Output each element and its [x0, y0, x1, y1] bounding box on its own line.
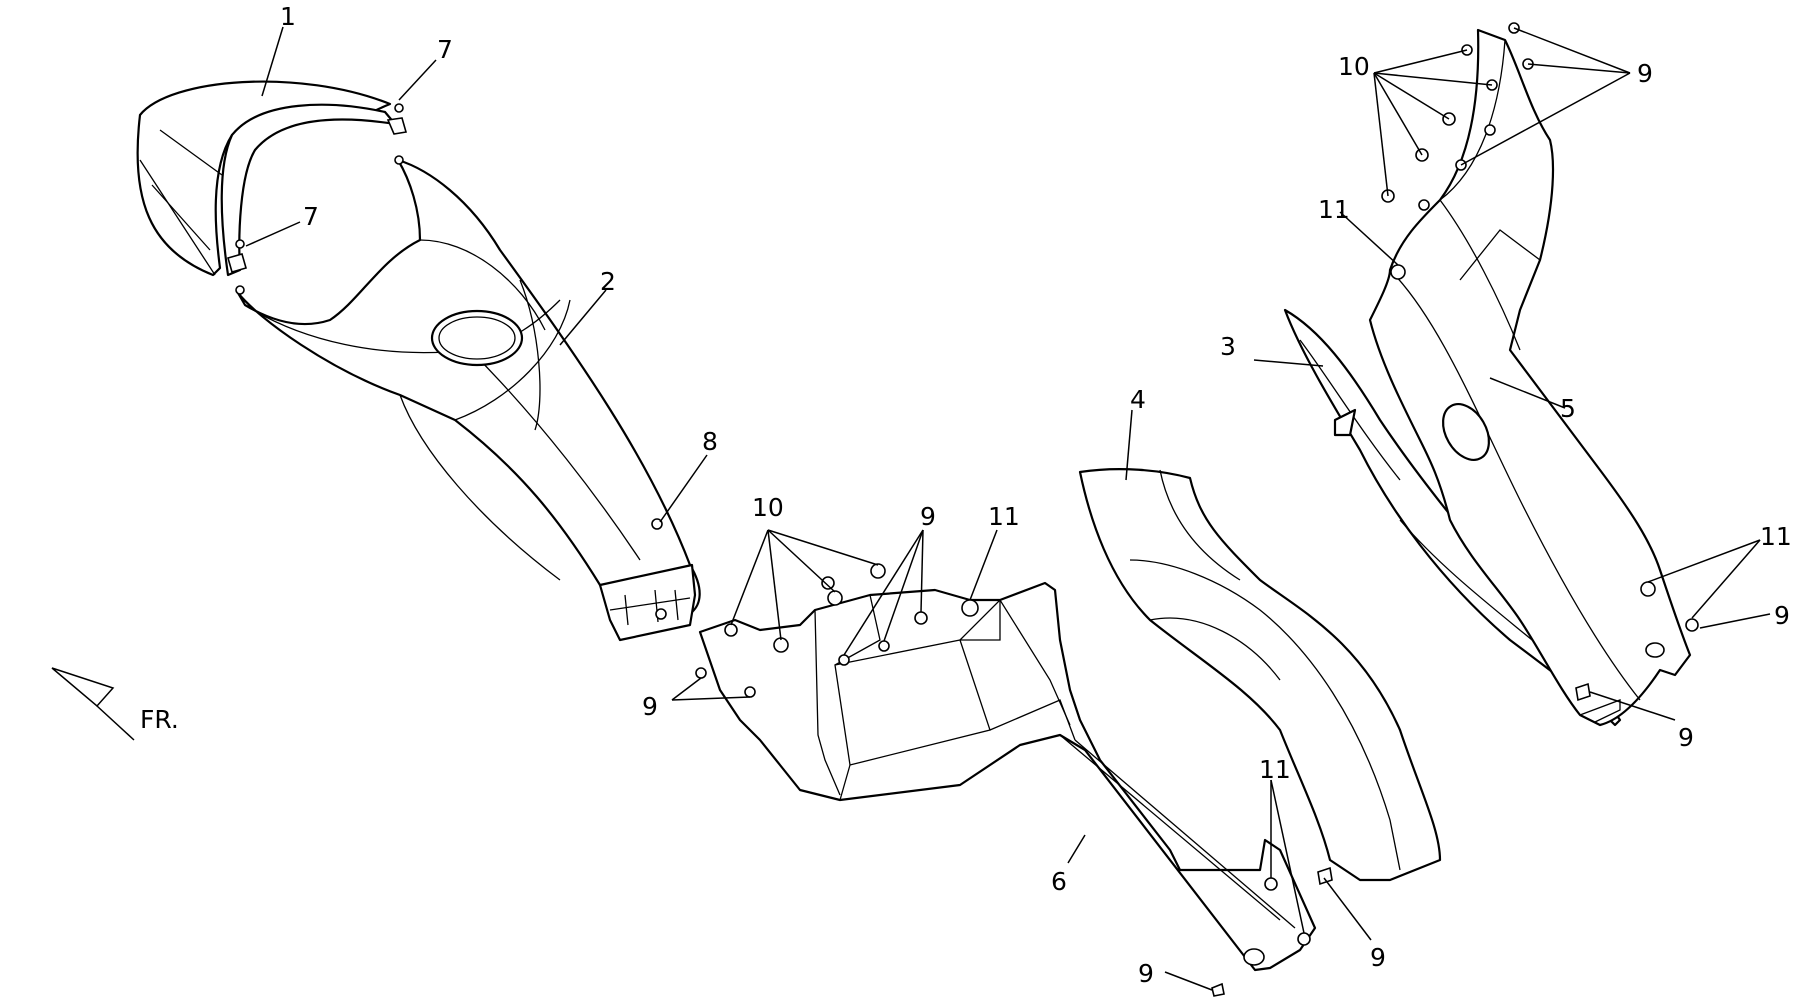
front-label: FR.: [140, 705, 179, 734]
callout-9-right-lower-a: 9: [1774, 601, 1790, 630]
callout-4: 4: [1130, 385, 1146, 414]
callout-11-mid-top: 11: [988, 502, 1020, 531]
callout-2: 2: [600, 267, 616, 296]
callout-5: 5: [1560, 394, 1576, 423]
part-2-rear-fender: [236, 158, 701, 642]
callout-11-right-top: 11: [1318, 195, 1350, 224]
callout-9-right-top: 9: [1637, 59, 1653, 88]
front-direction-indicator: FR.: [51, 667, 179, 741]
callout-10-mid: 10: [752, 493, 784, 522]
callout-11-right-lower: 11: [1760, 522, 1792, 551]
leader-lines: [245, 26, 1771, 991]
part-5-right-cover: [1368, 28, 1692, 727]
part-1-seat: [136, 80, 397, 277]
part-6-side-cover: [698, 581, 1383, 972]
callout-8: 8: [702, 427, 718, 456]
callout-9-mid-bottom: 9: [1138, 959, 1154, 988]
callout-9-right-lower-b: 9: [1678, 723, 1694, 752]
callout-7-lower: 7: [303, 202, 319, 231]
callout-7-upper: 7: [437, 35, 453, 64]
callout-labels: 1 7 7 2 8 10 9 11 9 6 4 11 9 9 3 5 10 9 …: [280, 2, 1792, 988]
callout-11-mid-bottom: 11: [1259, 755, 1291, 784]
callout-9-mid-bottom-right: 9: [1370, 943, 1386, 972]
callout-9-mid-top: 9: [920, 502, 936, 531]
hardware-7-lower: [227, 239, 247, 295]
callout-6: 6: [1051, 867, 1067, 896]
hardware-7-upper: [386, 103, 408, 165]
callout-3: 3: [1220, 332, 1236, 361]
callout-1: 1: [280, 2, 296, 31]
part-4-panel: [1078, 468, 1442, 882]
callout-9-mid-left: 9: [642, 692, 658, 721]
callout-10-right: 10: [1338, 52, 1370, 81]
